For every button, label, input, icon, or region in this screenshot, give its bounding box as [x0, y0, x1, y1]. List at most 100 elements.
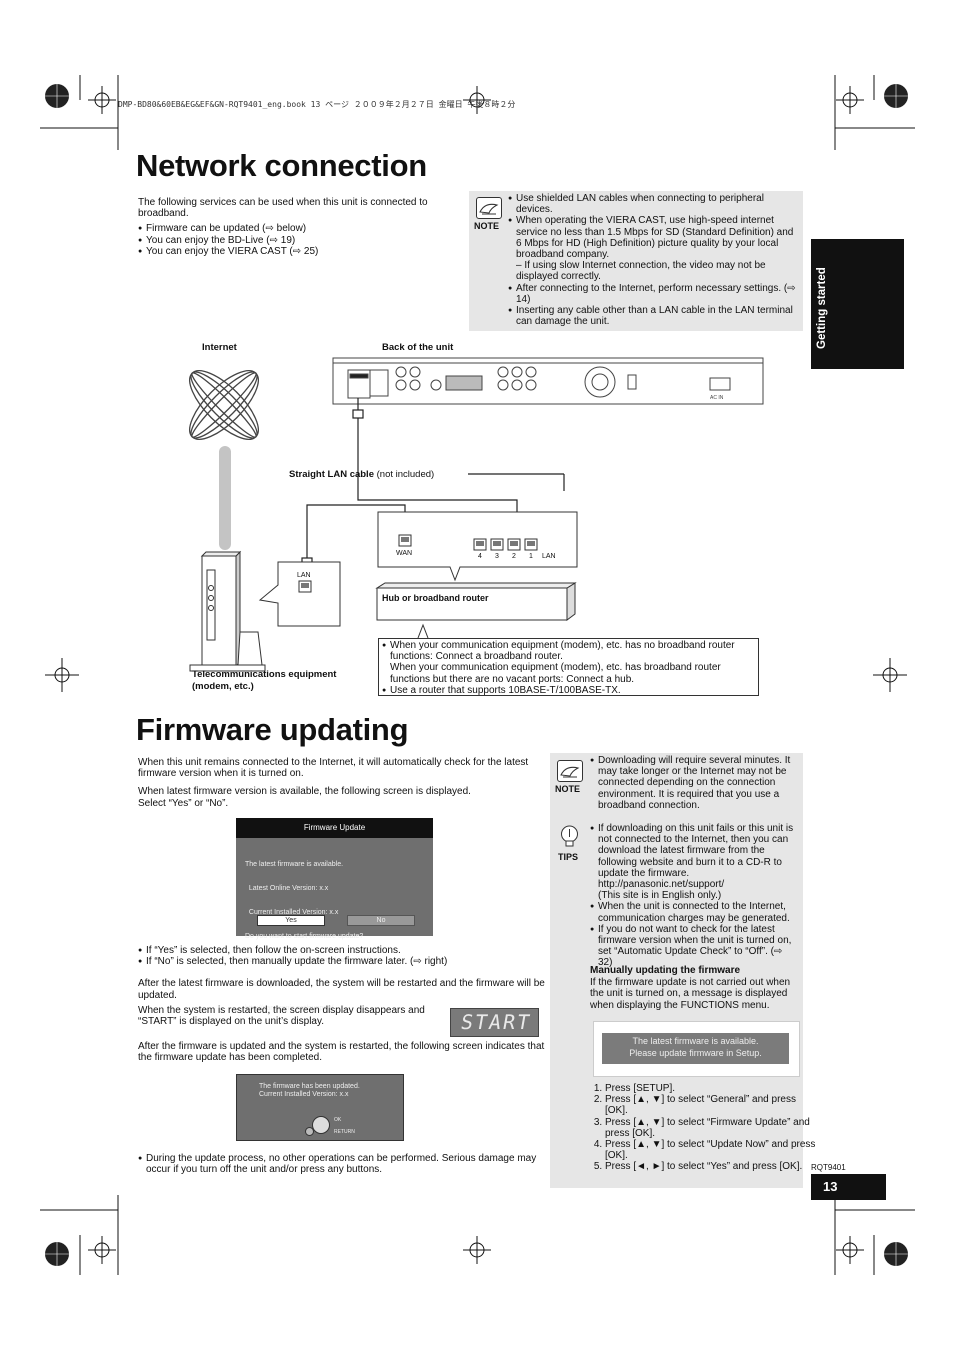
firmware-p1: When this unit remains connected to the …	[138, 757, 529, 780]
tips-url-note: (This site is in English only.)	[598, 890, 722, 902]
internet-globe-icon	[189, 370, 259, 440]
firmware-bullet: If “No” is selected, then manually updat…	[138, 956, 546, 967]
firmware-left-column: When this unit remains connected to the …	[138, 757, 546, 809]
firmware-title: Firmware updating	[136, 712, 409, 747]
modem-device	[189, 550, 266, 672]
book-header: DMP-BD80&60EB&EG&EF&GN-RQT9401_eng.book …	[118, 100, 516, 109]
note-item: When operating the VIERA CAST, use high-…	[508, 215, 796, 260]
note-item: Use shielded LAN cables when connecting …	[508, 193, 796, 215]
internet-label: Internet	[202, 342, 238, 353]
manual-step: Press [▲, ▼] to select “Firmware Update”…	[605, 1117, 817, 1139]
screen2-message: The firmware has been updated. Current I…	[237, 1075, 403, 1099]
screen-line: Latest Online Version: x.x	[245, 885, 329, 892]
start-display-text: START	[458, 1010, 534, 1034]
firmware-update-screen: Firmware Update The latest firmware is a…	[236, 818, 433, 1012]
manual-text: If the firmware update is not carried ou…	[590, 977, 791, 1011]
network-notes: Use shielded LAN cables when connecting …	[508, 193, 796, 327]
tips-icon	[559, 824, 580, 848]
firmware-p2b: Select “Yes” or “No”.	[138, 797, 229, 809]
tips-label: TIPS	[558, 852, 579, 862]
firmware-p2a: When latest firmware version is availabl…	[138, 786, 471, 798]
hub-label: Hub or broadband router	[382, 593, 489, 603]
firmware-left-column-2: If “Yes” is selected, then follow the on…	[138, 945, 546, 1001]
firmware-side-box: NOTE Downloading will require several mi…	[550, 753, 815, 1188]
side-tab: Getting started	[811, 239, 904, 369]
hub-notes-box: When your communication equipment (modem…	[378, 638, 759, 696]
screen-title-bar: Firmware Update	[236, 818, 433, 838]
start-display: START	[450, 1008, 539, 1037]
manual-update-section: Manually updating the firmware If the fi…	[590, 965, 800, 1011]
model-number: RQT9401	[811, 1163, 846, 1172]
internet-line	[219, 446, 231, 550]
network-bullet: Firmware can be updated (⇨ below)	[138, 223, 448, 234]
tip-item: If downloading on this unit fails or thi…	[590, 823, 799, 879]
firmware-p3: After the latest firmware is downloaded,…	[138, 978, 545, 1001]
network-note-box: NOTE Use shielded LAN cables when connec…	[469, 191, 803, 331]
port-number: 2	[512, 553, 516, 560]
port-number: 3	[495, 553, 499, 560]
cable-label-bold: Straight LAN cable	[289, 469, 374, 480]
firmware-complete-screen: The firmware has been updated. Current I…	[236, 1074, 404, 1141]
note-subitem: – If using slow Internet connection, the…	[516, 260, 766, 283]
unit-lan-label: LAN	[354, 369, 362, 374]
network-bullet: You can enjoy the BD-Live (⇨ 19)	[138, 235, 448, 246]
screen-line: Do you want to start firmware update?	[245, 933, 364, 940]
hub-router	[375, 582, 577, 621]
network-intro-block: The following services can be used when …	[138, 197, 448, 257]
telecom-label: (modem, etc.)	[192, 681, 254, 692]
cable-label: Straight LAN cable (not included)	[289, 469, 434, 480]
manual-step: Press [◄, ►] to select “Yes” and press […	[605, 1161, 817, 1172]
manual-step: Press [▲, ▼] to select “General” and pre…	[605, 1094, 817, 1116]
note-label: NOTE	[555, 784, 581, 794]
page-number-tab: 13	[811, 1174, 886, 1200]
screen2-line: Current Installed Version: x.x	[259, 1091, 349, 1098]
screen-line: Current Installed Version: x.x	[245, 909, 339, 916]
yes-button[interactable]: Yes	[257, 915, 325, 926]
lan-label: LAN	[542, 553, 556, 560]
unit-back-panel	[332, 357, 764, 405]
hub-note: When your communication equipment (modem…	[382, 640, 752, 662]
network-diagram: LAN AC IN	[189, 342, 764, 692]
screen-line: The latest firmware is available.	[245, 861, 344, 868]
network-intro: The following services can be used when …	[138, 197, 428, 220]
screen-message: The latest firmware is available. Latest…	[236, 838, 433, 1029]
no-button[interactable]: No	[347, 915, 415, 926]
functions-menu-message: The latest firmware is available. Please…	[593, 1021, 800, 1077]
return-icon	[305, 1127, 314, 1136]
remote-dial-icon	[312, 1116, 330, 1134]
firmware-p5: After the firmware is updated and the sy…	[138, 1041, 545, 1064]
menu-message-line: Please update firmware in Setup.	[629, 1047, 762, 1058]
manual-title: Manually updating the firmware	[590, 965, 741, 976]
firmware-warning: During the update process, no other oper…	[138, 1153, 546, 1175]
wan-label: WAN	[396, 550, 412, 557]
modem-callout	[258, 561, 341, 627]
firmware-bullet: If “Yes” is selected, then follow the on…	[138, 945, 546, 956]
network-bullet: You can enjoy the VIERA CAST (⇨ 25)	[138, 246, 448, 257]
note-icon	[557, 760, 583, 782]
manual-step: Press [▲, ▼] to select “Update Now” and …	[605, 1139, 817, 1161]
screen2-line: The firmware has been updated.	[259, 1083, 360, 1090]
modem-lan-label: LAN	[297, 572, 311, 579]
menu-message-line: The latest firmware is available.	[632, 1036, 759, 1046]
network-title: Network connection	[136, 148, 427, 183]
back-of-unit-label: Back of the unit	[382, 342, 454, 353]
manual-steps: Press [SETUP]. Press [▲, ▼] to select “G…	[590, 1083, 817, 1173]
firmware-warning-text: During the update process, no other oper…	[138, 1153, 546, 1175]
firmware-note: Downloading will require several minutes…	[590, 755, 804, 811]
manual-step: Press [SETUP].	[605, 1083, 817, 1094]
tips-url[interactable]: http://panasonic.net/support/	[598, 879, 725, 891]
tips-list: If downloading on this unit fails or thi…	[590, 823, 799, 969]
note-label: NOTE	[474, 221, 500, 231]
hub-note: When your communication equipment (modem…	[390, 662, 721, 685]
screen-line: following website:	[245, 981, 300, 988]
hub-note: Use a router that supports 10BASE-T/100B…	[382, 685, 752, 696]
ok-label: OK	[334, 1117, 342, 1123]
note-icon	[476, 197, 502, 219]
port-number: 1	[529, 553, 533, 560]
cable-label-rest: (not included)	[374, 469, 434, 480]
note-item: After connecting to the Internet, perfor…	[508, 283, 796, 305]
screen-line: http://panasonic.net/support/	[245, 1005, 334, 1012]
telecom-label: Telecommunications equipment	[192, 669, 337, 680]
tip-item: If you do not want to check for the late…	[590, 924, 799, 969]
